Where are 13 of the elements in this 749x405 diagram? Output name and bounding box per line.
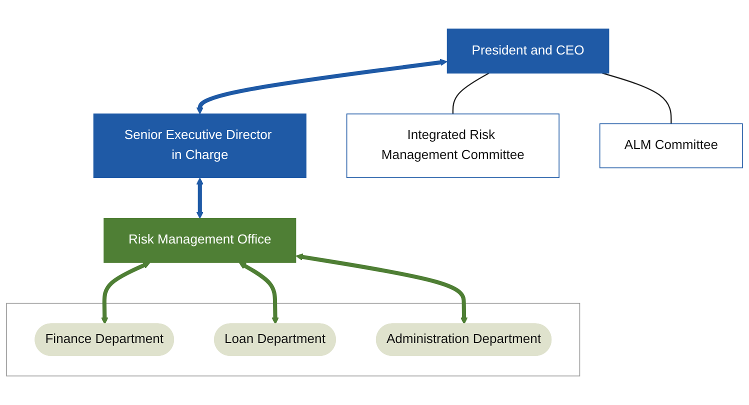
- arrow: [238, 262, 279, 324]
- arrow: [101, 262, 150, 324]
- node-box: ALM Committee: [599, 123, 743, 168]
- node-box: President and CEO: [446, 28, 610, 74]
- arrow: [196, 58, 448, 114]
- connector: [602, 72, 672, 124]
- node-box: Risk Management Office: [104, 218, 296, 263]
- arrow: [296, 253, 468, 324]
- node-box: Integrated Risk Management Committee: [346, 114, 560, 178]
- cluster: [6, 302, 580, 376]
- node-box: Senior Executive Director in Charge: [93, 114, 306, 178]
- arrow: [196, 178, 204, 219]
- connector: [452, 72, 490, 114]
